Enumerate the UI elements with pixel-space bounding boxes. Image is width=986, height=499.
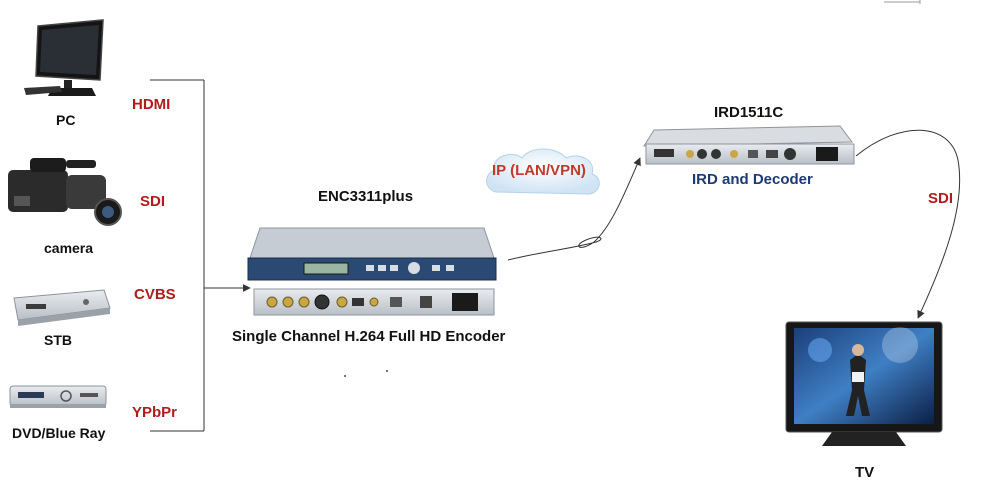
output-label-tv: TV [855, 464, 875, 481]
source-label-camera: camera [44, 240, 94, 256]
source-label-stb: STB [44, 332, 72, 348]
output-signal-label: SDI [928, 190, 954, 207]
signal-label-hdmi: HDMI [132, 96, 171, 113]
corner-mark [884, 0, 921, 4]
signal-label-cvbs: CVBS [134, 286, 176, 303]
ird-description-label: IRD and Decoder [692, 171, 813, 188]
encoder-description-label: Single Channel H.264 Full HD Encoder [232, 328, 506, 345]
signal-label-sdi: SDI [140, 193, 166, 210]
signal-label-ypbpr: YPbPr [132, 404, 178, 421]
source-label-dvd: DVD/Blue Ray [12, 425, 106, 441]
ip-link-line [507, 157, 641, 261]
input-bus [150, 79, 251, 432]
encoder-device [247, 227, 497, 316]
dvd-player-icon [9, 385, 107, 408]
encoder-model-label: ENC3311plus [318, 188, 414, 205]
sdi-output-line [855, 129, 961, 319]
ird-model-label: IRD1511C [714, 104, 784, 121]
cloud-icon [486, 148, 600, 195]
stb-icon [13, 289, 111, 326]
camera-icon [8, 158, 122, 226]
source-label-pc: PC [56, 112, 76, 128]
tv-icon [785, 321, 943, 446]
pc-icon [24, 19, 104, 96]
stray-marks [344, 370, 388, 377]
ird-device [643, 125, 855, 165]
network-label: IP (LAN/VPN) [492, 162, 586, 179]
